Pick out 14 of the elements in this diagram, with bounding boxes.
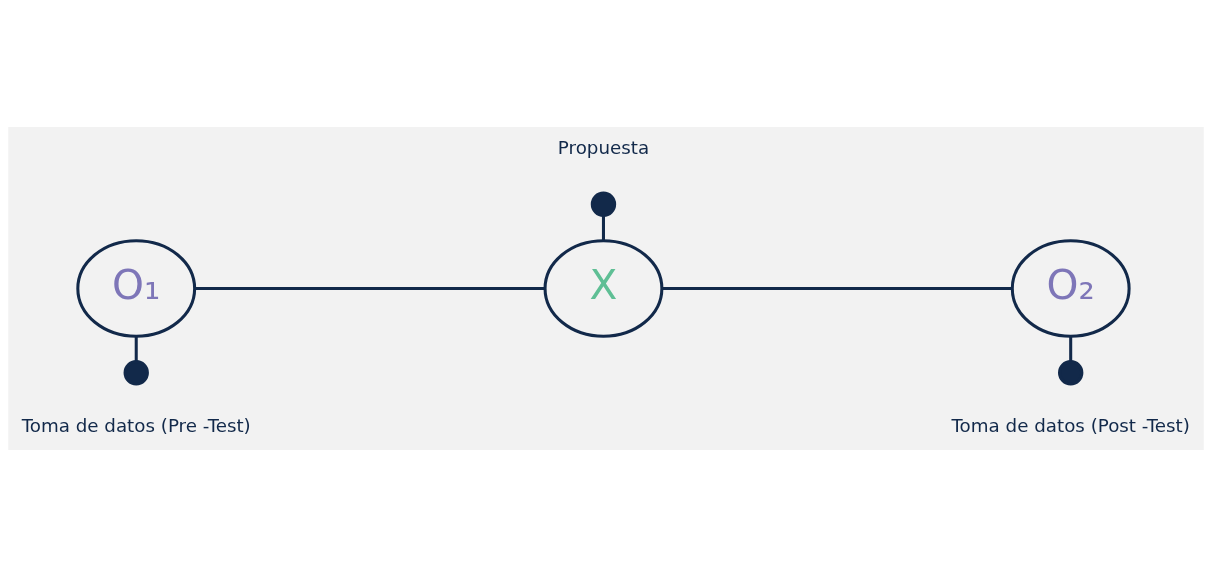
node-ellipse: X — [543, 238, 664, 338]
connector — [661, 286, 1012, 290]
node-circle — [123, 359, 149, 385]
node-label: Propuesta — [557, 136, 650, 158]
connector — [601, 215, 605, 241]
connector — [194, 286, 545, 290]
node-label: Toma de datos (Post -Test) — [951, 414, 1190, 436]
node-circle — [1058, 359, 1084, 385]
node-circle — [590, 191, 617, 217]
node-ellipse: O₁ — [76, 238, 197, 338]
node-label: Toma de datos (Pre -Test) — [21, 414, 251, 436]
connector — [1069, 335, 1073, 361]
connector — [134, 335, 138, 361]
node-ellipse: O₂ — [1010, 238, 1131, 338]
